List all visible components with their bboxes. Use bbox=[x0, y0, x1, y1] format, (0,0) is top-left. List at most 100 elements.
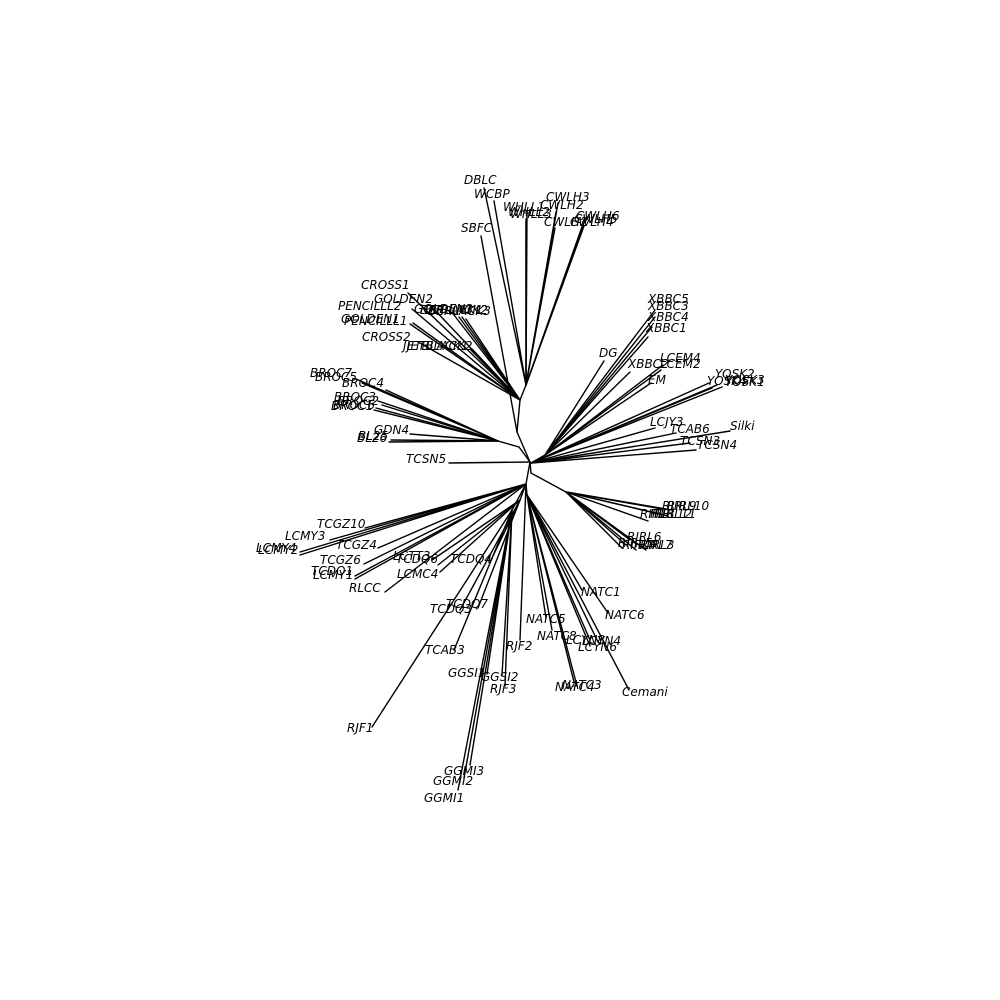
branch-natc1 bbox=[526, 494, 583, 591]
taxon-label-cwlh6: CWLH6 bbox=[576, 209, 620, 223]
branch-sbfc bbox=[480, 235, 518, 433]
taxon-label-xbbc5: XBBC5 bbox=[647, 292, 689, 306]
taxon-label-lctt3: LCTT3 bbox=[393, 549, 430, 563]
taxon-label-tcdq4: TCDQ4 bbox=[450, 552, 492, 566]
internal-branch bbox=[530, 472, 567, 493]
branch-rirl3 bbox=[565, 491, 647, 551]
branch-natc6 bbox=[526, 494, 609, 614]
taxon-label-natc4: NATC4 bbox=[555, 680, 595, 694]
taxon-label-whll2: WHLL2 bbox=[508, 205, 550, 219]
taxon-label-lcem2: LCEM2 bbox=[660, 357, 701, 371]
branch-tcgz4 bbox=[377, 483, 527, 549]
tip-labels: DBLCWCBPWHLL1WHLL2WHLL3CWLH3CWLH2CWLH1CW… bbox=[256, 173, 765, 805]
internal-branch bbox=[519, 384, 527, 401]
taxon-label-broc6: BROC6 bbox=[333, 398, 375, 412]
taxon-label-sbfc: SBFC bbox=[461, 221, 493, 235]
taxon-label-pencilll1: PENCILLL1 bbox=[344, 314, 407, 328]
branch-xbbc1 bbox=[544, 336, 649, 456]
branch-rjf3 bbox=[504, 509, 513, 687]
branch-cross2 bbox=[417, 341, 521, 401]
taxon-label-rirl3: RIRL3 bbox=[640, 538, 675, 552]
branch-rirl4 bbox=[565, 491, 623, 549]
branch-tcdq6 bbox=[437, 499, 521, 566]
taxon-label-broc2: BROC2 bbox=[337, 394, 379, 408]
taxon-label-rirl11: RIRL11 bbox=[654, 507, 696, 521]
branch-natc8 bbox=[526, 494, 553, 631]
taxon-label-rlcc: RLCC bbox=[349, 581, 381, 595]
branch-tcsn5 bbox=[448, 461, 531, 464]
taxon-label-xbbc2: XBBC2 bbox=[627, 357, 669, 371]
branch-lcjy3 bbox=[530, 427, 656, 464]
taxon-label-rirl4: RIRL4 bbox=[622, 538, 657, 552]
branch-yosk2 bbox=[530, 382, 710, 464]
taxon-label-jetblack1: JETBLACK1 bbox=[401, 339, 468, 353]
branch-lcyn4 bbox=[526, 494, 599, 643]
branch-rirl10 bbox=[565, 491, 673, 511]
branch-cwlh6 bbox=[525, 219, 586, 386]
taxon-label-cross2: CROSS2 bbox=[362, 330, 411, 344]
taxon-label-xbbc3: XBBC3 bbox=[647, 299, 689, 313]
branch-cwlh1 bbox=[525, 227, 556, 386]
taxon-label-tcsn4: TCSN4 bbox=[697, 438, 737, 452]
branch-xbbc5 bbox=[544, 309, 656, 456]
taxon-label-tcdq3: TCDQ3 bbox=[430, 602, 472, 616]
internal-branch bbox=[516, 399, 521, 433]
taxon-label-broc4: BROC4 bbox=[342, 376, 384, 390]
taxon-label-natc6: NATC6 bbox=[605, 608, 645, 622]
taxon-label-rirl5: RIRL5 bbox=[618, 536, 653, 550]
taxon-label-rirl7: RIRL7 bbox=[638, 538, 673, 552]
taxon-label-tcsn5: TCSN5 bbox=[406, 452, 446, 466]
taxon-label-rirl8: RIRL8 bbox=[640, 507, 675, 521]
taxon-label-lcyn4: LCYN4 bbox=[582, 634, 621, 648]
taxon-label-xbbc4: XBBC4 bbox=[647, 310, 689, 324]
taxon-label-cwlh5: CWLH5 bbox=[574, 212, 618, 226]
taxon-label-gdn4: GDN4 bbox=[374, 423, 409, 437]
taxon-label-golden2: GOLDEN2 bbox=[374, 292, 433, 306]
taxon-label-tcab3: TCAB3 bbox=[425, 643, 465, 657]
branch-cemani bbox=[526, 494, 630, 691]
branch-wcbp bbox=[493, 200, 527, 386]
taxon-label-natc3: NATC3 bbox=[562, 678, 602, 692]
branch-jetblack2 bbox=[471, 348, 521, 401]
internal-branch bbox=[518, 446, 531, 463]
branch-dblc bbox=[483, 187, 527, 386]
taxon-label-rjf3: RJF3 bbox=[490, 682, 516, 696]
taxon-label-dg: DG bbox=[599, 346, 618, 360]
taxon-label-cemani: Cemani bbox=[622, 685, 668, 699]
taxon-label-cwlh3: CWLH3 bbox=[546, 190, 590, 204]
taxon-label-broc5: BROC5 bbox=[315, 370, 357, 384]
branch-broc1 bbox=[373, 409, 499, 442]
branch-tcdq7 bbox=[477, 499, 521, 609]
tree-branches bbox=[299, 187, 731, 791]
taxon-label-lcmc4: LCMC4 bbox=[397, 567, 438, 581]
taxon-label-rjf2: RJF2 bbox=[506, 639, 532, 653]
branch-pencilll1 bbox=[409, 323, 521, 401]
branch-lcmc4 bbox=[439, 499, 521, 573]
taxon-label-dblc: DBLC bbox=[464, 173, 497, 187]
branch-lcyn6 bbox=[526, 494, 591, 647]
taxon-label-yosk4: YOSK4 bbox=[707, 374, 747, 388]
taxon-label-rirl12: RIRL12 bbox=[650, 507, 692, 521]
branch-tcsn4 bbox=[530, 449, 697, 464]
taxon-label-bl26: BL26 bbox=[357, 431, 388, 445]
taxon-label-broc1: BROC1 bbox=[331, 399, 373, 413]
taxon-label-berlack3: BERLACK3 bbox=[428, 304, 491, 318]
taxon-label-tcdq6: TCDQ6 bbox=[396, 552, 438, 566]
branch-xbbc2 bbox=[544, 371, 631, 456]
branch-dg bbox=[544, 360, 605, 456]
taxon-label-jetblack2: JETBLACK2 bbox=[405, 339, 472, 353]
branch-tcab3 bbox=[453, 509, 513, 651]
branch-rirl7 bbox=[565, 491, 637, 551]
taxon-label-rirl6: RIRL6 bbox=[627, 530, 662, 544]
internal-branch bbox=[516, 431, 531, 463]
taxon-label-lcem4: LCEM4 bbox=[660, 351, 701, 365]
branch-lcmy2 bbox=[299, 483, 527, 556]
taxon-label-golden3: GOLDEN3 bbox=[414, 302, 473, 316]
branch-broc4 bbox=[385, 389, 499, 442]
branch-tcgz6 bbox=[363, 483, 527, 565]
taxon-label-lcmy1: LCMY1 bbox=[313, 568, 353, 582]
branch-lctt3 bbox=[431, 499, 521, 561]
taxon-label-cwlh2: CWLH2 bbox=[540, 198, 584, 212]
taxon-label-cwlh4: CWLH4 bbox=[570, 215, 614, 229]
